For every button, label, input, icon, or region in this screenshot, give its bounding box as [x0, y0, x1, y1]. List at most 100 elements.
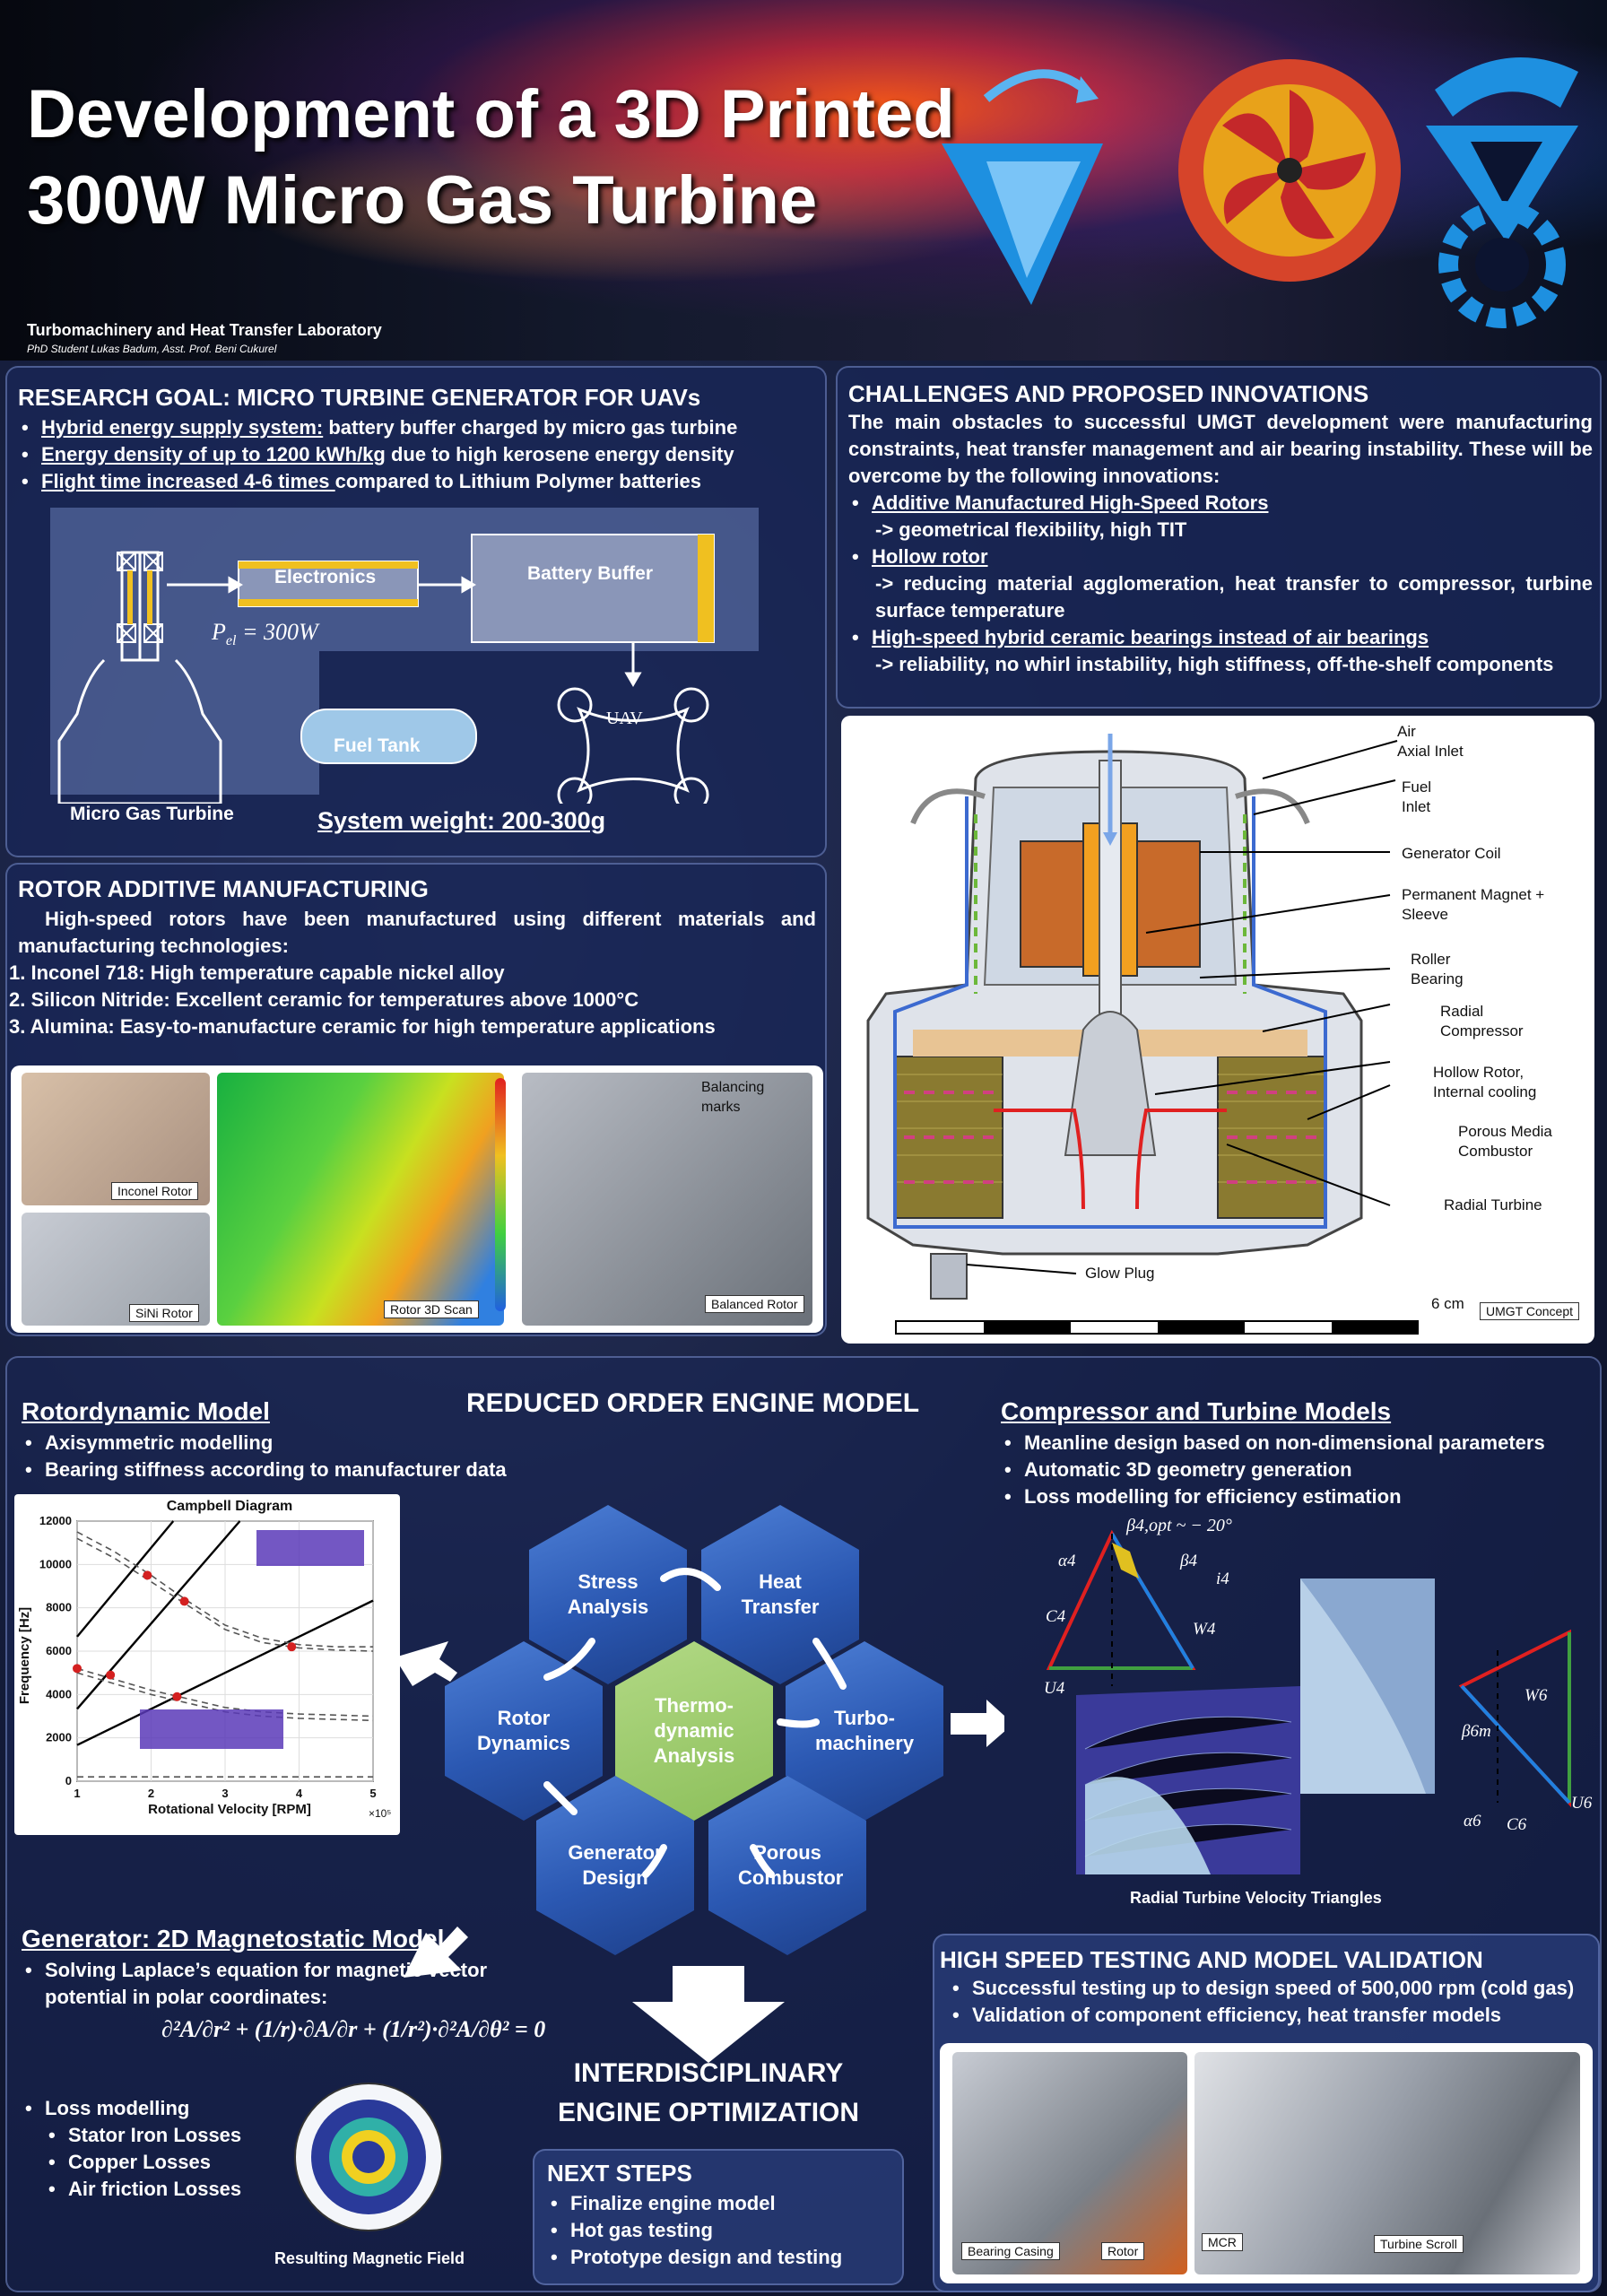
radial-turbine-label: Radial Turbine — [1444, 1196, 1542, 1213]
y-tick-label: 10000 — [39, 1557, 72, 1570]
next-steps-list: Finalize engine model Hot gas testing Pr… — [547, 2190, 897, 2271]
y-tick-label: 12000 — [39, 1514, 72, 1527]
research-goal-heading: RESEARCH GOAL: MICRO TURBINE GENERATOR F… — [18, 384, 701, 411]
x-tick-label: 1 — [74, 1787, 80, 1800]
internal-cooling-label: Internal cooling — [1433, 1083, 1537, 1100]
rotor-am-intro: High-speed rotors have been manufactured… — [18, 908, 816, 957]
x-tick-label: 5 — [369, 1787, 376, 1800]
loss-modelling-list: Loss modelling Stator Iron Losses Copper… — [22, 2095, 308, 2203]
beta-opt-label: β4,opt ~ − 20° — [1126, 1516, 1232, 1535]
air-label: Air — [1397, 723, 1416, 740]
x-axis-label: Rotational Velocity [RPM] — [148, 1802, 311, 1817]
poster-title: Development of a 3D Printed 300W Micro G… — [27, 76, 955, 239]
campbell-chart: Campbell Diagram 02000400060008000100001… — [17, 1499, 391, 1820]
compressor-bullets: Meanline design based on non-dimensional… — [1001, 1430, 1593, 1510]
leader-lines — [966, 740, 1398, 1274]
inconel-rotor-tag: Inconel Rotor — [111, 1182, 199, 1200]
lab-logo — [1178, 59, 1401, 282]
challenges-panel: CHALLENGES AND PROPOSED INNOVATIONS The … — [836, 366, 1602, 709]
engine-cross-section — [866, 734, 1363, 1300]
rotor-3d-scan — [217, 1073, 504, 1326]
scan-colorbar — [495, 1078, 506, 1311]
system-diagram — [50, 508, 759, 804]
down-arrow — [632, 1966, 785, 2063]
challenges-body: The main obstacles to successful UMGT de… — [848, 409, 1593, 678]
system-weight: System weight: 200-300g — [317, 807, 606, 834]
crossing-point-3 — [172, 1692, 182, 1701]
series-line-1 — [76, 1520, 241, 1710]
authors: PhD Student Lukas Badum, Asst. Prof. Ben… — [27, 343, 277, 355]
laplace-equation: ∂²A/∂r² + (1/r)·∂A/∂r + (1/r²)·∂²A/∂θ² =… — [161, 2016, 546, 2042]
series-line-4 — [76, 1537, 374, 1652]
x-multiplier: ×10⁵ — [369, 1807, 391, 1820]
w6-label: W6 — [1524, 1686, 1548, 1705]
balanced-rotor-tag: Balanced Rotor — [705, 1295, 804, 1313]
x-tick-label: 2 — [148, 1787, 154, 1800]
series-line-3 — [76, 1531, 373, 1648]
technion-triangle-logo — [942, 69, 1103, 305]
arrow-to-turbomachinery — [951, 1700, 1004, 1747]
turbine-scroll-tag: Turbine Scroll — [1374, 2235, 1464, 2253]
crossing-point-5 — [73, 1664, 82, 1674]
i4-label: i4 — [1216, 1570, 1229, 1588]
c4-label: C4 — [1046, 1607, 1066, 1626]
rotor-mode-inset-bottom — [140, 1709, 283, 1749]
velocity-triangles — [1046, 1529, 1571, 1874]
mgt-label: Micro Gas Turbine — [70, 804, 234, 824]
next-steps-panel: NEXT STEPS Finalize engine model Hot gas… — [533, 2149, 904, 2285]
testing-bullets: Successful testing up to design speed of… — [949, 1975, 1594, 2029]
fuel-inlet-label: Inlet — [1402, 798, 1431, 815]
electronics-label: Electronics — [274, 567, 377, 587]
series-line-0 — [76, 1599, 374, 1746]
fuel-tank-label: Fuel Tank — [334, 735, 421, 756]
mcr-tag: MCR — [1202, 2233, 1243, 2251]
rotor-am-list: 1. Inconel 718: High temperature capable… — [9, 961, 716, 1038]
crossing-point-0 — [143, 1570, 152, 1580]
c6-label: C6 — [1507, 1815, 1527, 1834]
y-tick-label: 4000 — [46, 1687, 72, 1700]
hollow-rotor-label: Hollow Rotor, — [1433, 1064, 1524, 1081]
generator-bullet: Solving Laplace’s equation for magnetic … — [22, 1957, 488, 2011]
testing-heading: HIGH SPEED TESTING AND MODEL VALIDATION — [940, 1946, 1483, 1973]
porous-media-label: Porous Media — [1458, 1123, 1552, 1140]
technion-gear-logo — [1426, 57, 1578, 328]
chart-title: Campbell Diagram — [167, 1499, 292, 1514]
combustor-label: Combustor — [1458, 1143, 1533, 1160]
rotor-am-heading: ROTOR ADDITIVE MANUFACTURING — [18, 875, 429, 902]
magnetic-field-plot — [294, 2083, 443, 2231]
rotor-photos: Inconel Rotor SiNi Rotor Rotor 3D Scan B… — [11, 1065, 823, 1333]
y-tick-label: 6000 — [46, 1644, 72, 1657]
uav-label: UAV — [606, 709, 643, 728]
beta4-label: β4 — [1180, 1552, 1197, 1570]
x-tick-label: 4 — [296, 1787, 303, 1800]
y-axis-label: Frequency [Hz] — [17, 1607, 32, 1704]
electric-power-label: Pel = 300W — [212, 619, 318, 649]
series-line-2 — [76, 1520, 175, 1638]
interdisciplinary-optimization: INTERDISCIPLINARY ENGINE OPTIMIZATION — [557, 2058, 860, 2127]
bearing-casing-tag: Bearing Casing — [961, 2242, 1060, 2260]
velocity-triangles-caption: Radial Turbine Velocity Triangles — [1130, 1889, 1382, 1907]
glow-plug-label: Glow Plug — [1085, 1265, 1155, 1282]
y-tick-label: 0 — [65, 1774, 72, 1787]
header-banner: Development of a 3D Printed 300W Micro G… — [0, 0, 1607, 361]
next-steps-heading: NEXT STEPS — [547, 2160, 692, 2187]
crossing-point-2 — [106, 1670, 116, 1680]
research-goal-bullets: Hybrid energy supply system: battery buf… — [18, 414, 816, 495]
rotor-am-panel: ROTOR ADDITIVE MANUFACTURING High-speed … — [5, 863, 827, 1336]
balanced-rotor-photo — [522, 1073, 812, 1326]
scale-bar — [895, 1320, 1419, 1335]
crossing-point-1 — [179, 1596, 189, 1606]
magnetic-field-caption: Resulting Magnetic Field — [274, 2249, 465, 2267]
generator-heading: Generator: 2D Magnetostatic Model — [22, 1925, 445, 1952]
compressor-heading: Compressor and Turbine Models — [1001, 1397, 1392, 1425]
rom-heading: REDUCED ORDER ENGINE MODEL — [466, 1388, 920, 1418]
hex-thermodynamic-analysis: Thermo-dynamic Analysis — [615, 1641, 773, 1821]
w4-label: W4 — [1193, 1620, 1216, 1639]
hex-stress-analysis: Stress Analysis — [529, 1505, 687, 1684]
umgt-concept-tag: UMGT Concept — [1480, 1302, 1579, 1320]
y-tick-label: 2000 — [46, 1731, 72, 1744]
umgt-concept-figure: Air Axial Inlet Fuel Inlet Generator Coi… — [841, 716, 1594, 1344]
rotordynamic-heading: Rotordynamic Model — [22, 1397, 270, 1425]
arrow-to-rotordynamic — [395, 1641, 457, 1686]
